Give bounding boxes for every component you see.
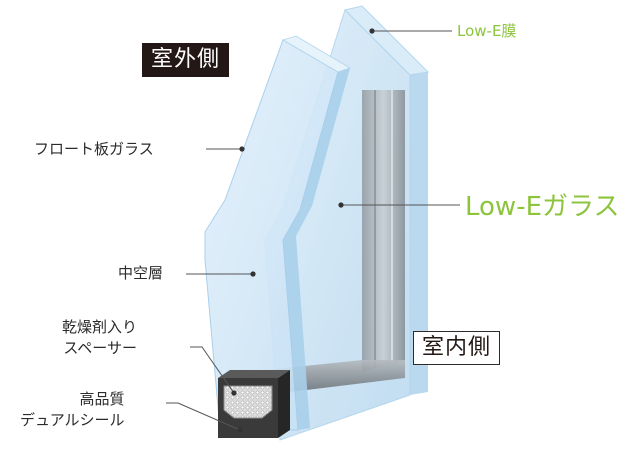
spacer-label-line2: スペーサー [63,339,138,357]
lowe-glass-side [410,72,428,395]
outdoor-side-label: 室外側 [142,43,230,77]
spacer-frame-vertical [362,90,405,372]
float-glass-side [300,68,350,210]
seal-label-line1: 高品質 [79,390,125,408]
spacer-label: 乾燥剤入り スペーサー [62,317,137,359]
leader-dots [231,28,375,433]
indoor-side-label: 室内側 [413,331,501,365]
float-glass-label: フロート板ガラス [34,140,154,158]
spacer-label-line1: 乾燥剤入り [62,318,138,336]
leader-lines [166,30,460,431]
lowe-glass-label: Low-Eガラス [465,192,620,222]
seal-label: 高品質 デュアルシール [20,389,125,431]
air-layer-label: 中空層 [118,264,164,282]
desiccant-spacer [223,385,273,419]
seal-label-line2: デュアルシール [20,411,125,429]
lowe-film-label: Low-E膜 [457,22,517,40]
